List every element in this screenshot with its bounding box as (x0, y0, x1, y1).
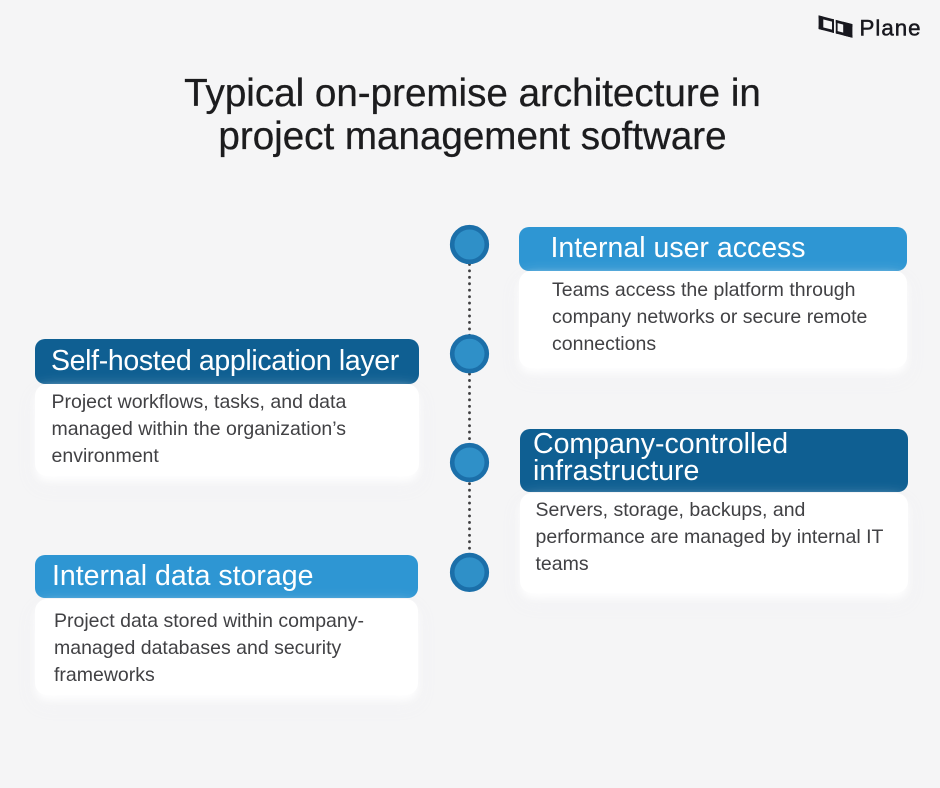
svg-text:Plane: Plane (860, 16, 922, 41)
